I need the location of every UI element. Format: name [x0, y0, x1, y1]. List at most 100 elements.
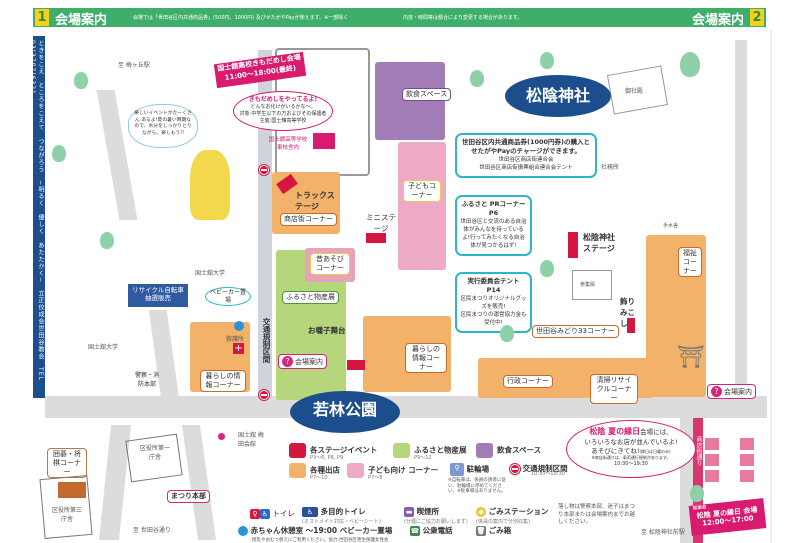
legend-swatch [289, 443, 306, 458]
ennichi-note: ※商店街通りは、車両通行規制があります。 [591, 455, 671, 461]
legend-toilet: ♀♿ トイレ [250, 508, 295, 519]
wakabayashi-park-title: 若林公園 [290, 391, 400, 433]
side-banner: ときをこえ ところをこえて つながろう −明るく 優しく あたたかく− 立正佼成… [33, 36, 45, 398]
legend-garbage-station-note: (係員の案内で分別収集) [476, 519, 530, 525]
mascot-character [190, 150, 230, 220]
legend-label: 子ども向け コーナー [368, 465, 439, 475]
legend-multi-toilet-label: 多目的トイレ [320, 507, 366, 516]
shamusho-label: 社務所 [601, 164, 620, 171]
label-track-stage: トラックステージ [295, 191, 335, 211]
label-kotsu-kisei: 交通規制区間 [262, 318, 271, 363]
legend-swatch [476, 443, 493, 458]
phone-icon: ☎ [410, 526, 420, 536]
info-committee-line1: 区民まつりオリジナルグッズを販売! [460, 295, 527, 310]
kimodameshi-line-3: 対象:中学生以下の方およびその保護者 [239, 111, 327, 118]
trash-icon: 🗑 [476, 526, 486, 536]
legend-trash: 🗑 ごみ箱 [476, 525, 511, 536]
tree-icon [470, 70, 484, 87]
legend-baby-room-label: 赤ちゃん休憩室 〜19:00 [250, 526, 338, 535]
kaijo-annai-park[interactable]: ?会場案内 [278, 354, 327, 369]
legend-trash-label: ごみ箱 [488, 526, 512, 535]
no-entry-icon [259, 390, 269, 400]
bicycle-icon: ⚲ [450, 463, 464, 476]
road-main [45, 396, 767, 418]
mascot-bubble: 楽しいイベントがたーくさん あるよ!夏の暑い時期なので、水分をしっかりとりながら… [128, 104, 198, 148]
direction-shoin-station: 至 松陰神社前駅 [641, 529, 685, 536]
info-committee: 実行委員会テント P14 区民まつりオリジナルグッズを販売! 区民まつりの運営協… [455, 272, 532, 333]
legend-sub: P7〜10 [310, 475, 328, 481]
road-diagonal-top [96, 90, 138, 220]
label-kokushikan-setagaya: 国士舘 梅田会館 [238, 432, 264, 448]
kimodameshi-line-2: どんなお化けがいるかな〜。 [250, 104, 316, 111]
legend-sub: P9〜12 [414, 455, 432, 461]
legend-traffic-time: 10:30〜19:30 [531, 471, 565, 477]
legend-insyoku: 飲食スペース [476, 443, 541, 458]
label-police: 警察・消防本部 [134, 372, 159, 388]
label-shotengai: 商店街コーナー [280, 213, 337, 226]
tree-icon [540, 260, 554, 277]
stage-shoin [568, 232, 578, 258]
tree-icon [52, 145, 66, 162]
legend-swatch [393, 443, 410, 458]
smoking-icon: ▬ [404, 507, 414, 517]
first-aid-icon: + [233, 343, 244, 354]
kaijo-annai-shrine[interactable]: ?会場案内 [707, 384, 756, 399]
legend-label: 各ステージイベント [310, 445, 378, 455]
stage-ohayashi [347, 360, 365, 370]
direction-umegaoka: 至 梅ヶ丘駅 [118, 62, 150, 69]
shop-stalls-left [705, 438, 719, 486]
kimodameshi-line-1: きもだめしをやってるよ! [248, 96, 318, 103]
label-kuyakusho1: 区役所第一庁舎 [139, 445, 170, 461]
ennichi-note-small: (縁日は日曜のみ) [639, 448, 671, 454]
label-babycar: ベビーカー置場 [205, 287, 251, 306]
torii-icon: ⛩ [677, 345, 705, 370]
legend-payphone: ☎ 公衆電話 [410, 525, 453, 536]
label-kokushikan-univ: 国士舘大学 [195, 270, 226, 277]
legend-smoking-label: 喫煙所 [416, 507, 440, 516]
legend-babycar-label: ベビーカー置場 [339, 526, 393, 535]
label-mini-stage: ミニステージ [366, 213, 396, 233]
stage-mikoshi [627, 318, 635, 333]
shoin-shrine-title: 松陰神社 [505, 75, 611, 117]
info-committee-line2: 区民まつりの運営協力金も受付中! [460, 311, 527, 326]
legend-bike: ⚲ 駐輪場 [450, 463, 489, 476]
legend-label: ふるさと物産展 [414, 445, 467, 455]
legend-toilet-label: トイレ [272, 509, 295, 518]
road-bottom-2 [181, 425, 217, 540]
sanshuden-building [572, 270, 612, 300]
baby-room-icon [234, 321, 244, 331]
legend-label: 飲食スペース [497, 445, 542, 455]
label-matsuri-honbu[interactable]: まつり本部 [167, 490, 210, 503]
ennichi-bubble: 松陰 夏の縁日会場には、 いろいろなお店が並んでいるよ! あそびにきてね!(縁日… [566, 420, 696, 478]
label-igo: 囲碁・将棋コーナー [47, 448, 87, 479]
tree-icon [690, 485, 704, 502]
page-number-left: 1 [35, 9, 49, 26]
igo-tent [58, 482, 86, 498]
legend-smoking-note: (分煙にご協力お願いします) [404, 519, 468, 525]
info-furusato-pr-title: ふるさと PRコーナー P6 [461, 200, 526, 218]
info-voucher-line2: 世田谷区商店街振興組合連合会テント [479, 164, 573, 171]
info-voucher-line1: 世田谷区商店街連合会 [498, 156, 554, 163]
ennichi-title-suffix: 会場には、 [640, 428, 673, 436]
shotengai-dori: 商店街通り [693, 418, 703, 543]
info-voucher: 世田谷区内共通商品券(1000円券)の購入とせたがやPayのチャージができます。… [455, 133, 597, 178]
header-notice-2: 内容・時間等は都合により変更する場合があります。 [403, 15, 523, 21]
legend-swatch [289, 463, 306, 478]
ennichi-line2: あそびにきてね! [591, 446, 640, 455]
kimodameshi-line-4: 主催:国士舘高等学校 [259, 118, 307, 125]
temizuya-label: 手水舎 [663, 223, 679, 229]
label-recycle-bike: リサイクル自転車抽選販売 [128, 284, 188, 307]
no-entry-icon [510, 464, 520, 474]
area-insyoku [375, 62, 445, 140]
sanshuden-label: 参集殿 [580, 282, 596, 288]
no-entry-icon [259, 165, 269, 175]
header-bar: 1 会場案内 会場では「世田谷区内共通商品券」(500円、1000円) 及びせた… [33, 8, 766, 28]
ennichi-line1: いろいろなお店が並んでいるよ! [584, 437, 678, 446]
baby-room-icon [238, 526, 248, 536]
header-notice: 会場では「世田谷区内共通商品券」(500円、1000円) 及びせたがやPayが使… [133, 15, 349, 21]
lost-found-note: 落し物は警察本部、迷子はまつり本部または会場案内までお越しください。 [558, 504, 636, 526]
